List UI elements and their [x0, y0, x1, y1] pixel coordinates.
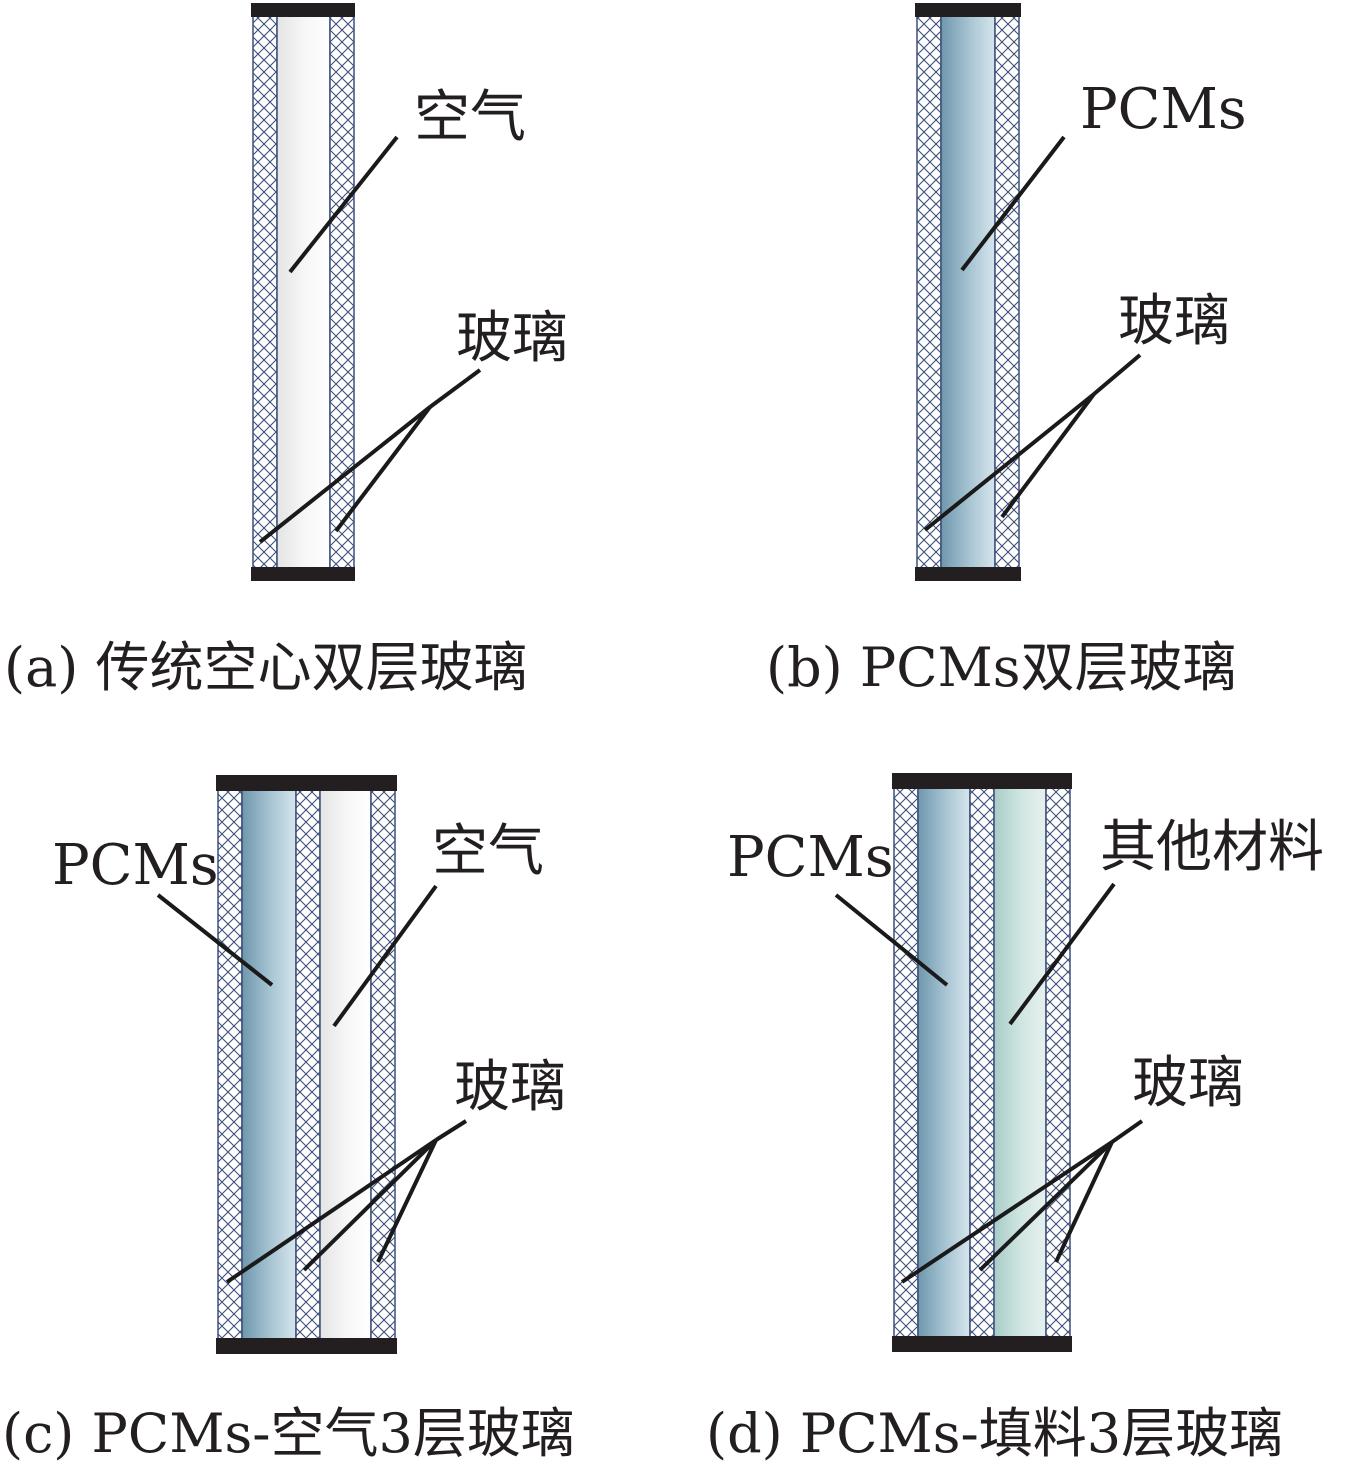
panel-c-pcm-leader — [156, 893, 274, 987]
panel-b-pcm-leader — [960, 135, 1066, 272]
panel-c-pcm-layer — [241, 789, 297, 1341]
panel-d-glass-leader-2 — [900, 1140, 1114, 1284]
panel-b-glass-left — [916, 15, 942, 569]
panel-a-glass-left — [252, 15, 278, 569]
panel-a-glass-leader-3 — [334, 405, 432, 533]
panel-c-air-label: 空气 — [432, 819, 544, 884]
panel-a-air-layer — [276, 15, 331, 569]
panel-a: 空气 玻璃 (a) 传统空心双层玻璃 — [4, 3, 568, 699]
panel-d-frame-top — [892, 773, 1072, 789]
panel-d-glass-3 — [1045, 787, 1071, 1339]
panel-c-air-leader — [332, 884, 438, 1028]
panel-a-caption: (a) 传统空心双层玻璃 — [4, 636, 528, 699]
panel-d-glass-2 — [969, 787, 995, 1339]
panel-c-glass-1 — [217, 789, 243, 1341]
panel-d-frame-bottom — [892, 1336, 1072, 1352]
panel-b-pcm-layer — [940, 15, 996, 569]
panel-a-glass-leader-1 — [428, 368, 482, 409]
panel-c-frame-bottom — [216, 1338, 397, 1354]
panel-d-other-material-label: 其他材料 — [1100, 815, 1324, 880]
panel-d-other-leader — [1008, 882, 1116, 1026]
panel-d-glass-1 — [893, 787, 919, 1339]
panel-d-glass-leader-3 — [978, 1140, 1114, 1272]
panel-a-air-leader — [288, 135, 399, 274]
panel-b-pcm-label: PCMs — [1080, 77, 1247, 142]
panel-c-glass-label: 玻璃 — [454, 1055, 566, 1120]
panel-c-glass-3 — [370, 789, 396, 1341]
panel-b-glass-label: 玻璃 — [1118, 289, 1230, 354]
panel-d-caption: (d) PCMs-填料3层玻璃 — [706, 1402, 1283, 1465]
panel-c-air-layer — [319, 789, 372, 1341]
panel-d-pcm-leader — [834, 893, 949, 987]
panel-b-glass-right — [994, 15, 1020, 569]
panel-c-frame-top — [216, 775, 397, 791]
panel-c-glass-leader-3 — [302, 1138, 438, 1272]
panel-d-glass-leader-4 — [1054, 1141, 1114, 1263]
panel-b-glass-leader-1 — [1092, 353, 1142, 396]
panel-a-glass-leader-2 — [258, 405, 432, 544]
panel-b-caption: (b) PCMs双层玻璃 — [766, 636, 1237, 699]
panel-a-glass-label: 玻璃 — [456, 306, 568, 371]
panel-b-glass-leader-3 — [1000, 392, 1096, 519]
panel-c-glass-leader-1 — [434, 1119, 468, 1142]
panel-c-glass-leader-4 — [376, 1139, 438, 1263]
panel-b-glass-leader-2 — [923, 392, 1096, 532]
panel-b-frame-bottom — [915, 567, 1021, 581]
panel-d-glass-label: 玻璃 — [1132, 1051, 1244, 1116]
panel-c-caption: (c) PCMs-空气3层玻璃 — [2, 1402, 575, 1465]
panel-c-pcm-label: PCMs — [52, 833, 219, 898]
panel-a-air-label: 空气 — [414, 85, 526, 150]
panel-b: PCMs 玻璃 (b) PCMs双层玻璃 — [766, 3, 1247, 699]
panel-c: PCMs 空气 玻璃 (c) PCMs-空气3层玻璃 — [2, 775, 575, 1465]
panel-b-frame-top — [915, 3, 1021, 17]
panel-a-frame-top — [251, 3, 355, 17]
panel-d-other-material-layer — [993, 787, 1047, 1339]
panel-d: PCMs 其他材料 玻璃 (d) PCMs-填料3层玻璃 — [706, 773, 1324, 1465]
panel-d-glass-leader-1 — [1110, 1119, 1144, 1144]
panel-c-glass-leader-2 — [225, 1138, 438, 1284]
panel-d-pcm-label: PCMs — [727, 825, 894, 890]
panel-a-frame-bottom — [251, 567, 355, 581]
